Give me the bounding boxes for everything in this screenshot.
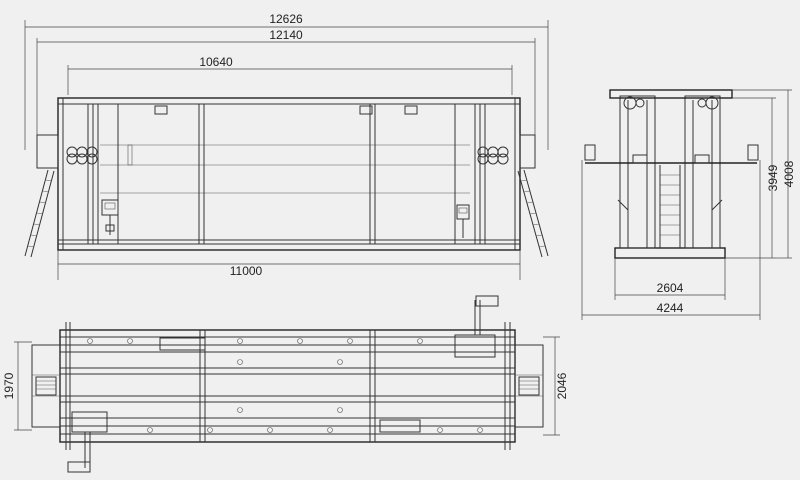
top-left-walkway xyxy=(31,344,61,428)
top-rollers xyxy=(87,338,483,433)
side-view: 2604 4244 3949 4008 xyxy=(581,89,796,320)
left-wheel-set xyxy=(66,146,98,165)
right-wheel-set xyxy=(477,146,509,165)
top-carriage-left xyxy=(159,337,206,351)
dimension-top-left-width: 1970 xyxy=(2,341,32,431)
top-operator-seat-right xyxy=(474,295,499,335)
dim-label-base: 11000 xyxy=(230,264,263,278)
top-frame xyxy=(59,329,516,443)
dim-label-top-right: 2046 xyxy=(555,372,569,399)
dim-label-top-left: 1970 xyxy=(2,372,16,399)
left-ladder xyxy=(24,169,55,258)
top-drive-unit-right xyxy=(454,334,496,358)
dim-label-side-outer: 4244 xyxy=(657,301,684,315)
dimension-side-height-outer: 4008 xyxy=(732,89,796,259)
side-base xyxy=(614,247,726,259)
dim-label-inner: 10640 xyxy=(199,55,233,69)
dimension-base-width: 11000 xyxy=(57,250,521,280)
top-right-stair xyxy=(518,376,540,396)
top-carriage-right xyxy=(379,419,421,433)
dim-label-frame: 12140 xyxy=(269,28,303,42)
top-view: 1970 2046 xyxy=(2,295,569,473)
top-right-walkway xyxy=(514,344,544,428)
dimension-side-height-inner: 3949 xyxy=(725,97,780,259)
right-control-box xyxy=(456,204,470,238)
dimension-frame-width: 12140 xyxy=(36,28,536,135)
dim-label-height-inner: 3949 xyxy=(766,164,780,191)
left-side-panel xyxy=(36,134,59,169)
dim-label-height-outer: 4008 xyxy=(782,160,796,187)
dimension-overall-width: 12626 xyxy=(24,12,549,150)
right-ladder xyxy=(517,169,549,258)
dim-label-side-inner: 2604 xyxy=(657,281,684,295)
top-left-stair xyxy=(35,376,57,396)
top-drive-unit-left xyxy=(71,411,108,433)
side-top-beam xyxy=(609,89,733,99)
left-control-box xyxy=(101,199,119,235)
front-frame xyxy=(57,97,521,251)
dim-label-overall: 12626 xyxy=(269,12,303,26)
dimension-side-base-outer: 4244 xyxy=(581,160,761,320)
side-ladder xyxy=(659,165,681,248)
front-view: 12626 12140 10640 xyxy=(24,12,549,280)
dimension-inner-width: 10640 xyxy=(67,55,513,95)
dimension-side-base-inner: 2604 xyxy=(614,258,726,300)
top-operator-seat-left xyxy=(67,432,91,473)
dimension-top-right-width: 2046 xyxy=(543,336,569,436)
right-side-panel xyxy=(519,134,536,169)
